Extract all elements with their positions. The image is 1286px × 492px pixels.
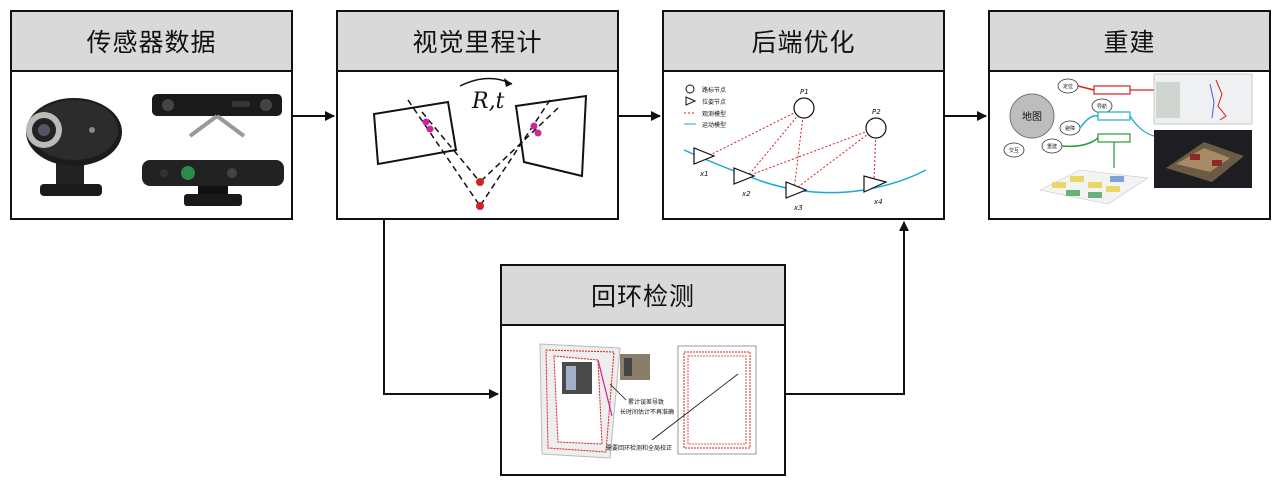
feature-point <box>426 125 434 133</box>
pose-node <box>733 167 756 185</box>
pose-label: x1 <box>699 170 709 178</box>
pose-label: x2 <box>741 190 751 198</box>
loop-closure-title: 回环检测 <box>502 266 784 326</box>
camera-frame-left <box>372 100 458 166</box>
pose-label: x4 <box>873 198 883 206</box>
map-label: 地图 <box>1022 110 1042 123</box>
reconstruction-title: 重建 <box>990 12 1269 72</box>
visual-odometry-title: 视觉里程计 <box>338 12 617 72</box>
webcam-icon <box>26 98 122 196</box>
feature-point <box>530 122 538 130</box>
loop-closure-images: 累计误差导致 长时间估计不再准确 需要回环检测和全局校正 <box>502 326 784 474</box>
visual-odometry-block: 视觉里程计 R,t <box>336 10 619 220</box>
legend-label: 位姿节点 <box>702 98 726 106</box>
corrected-trajectory <box>677 345 757 455</box>
arrow-vo-to-loop <box>383 220 499 399</box>
backend-graph: 路标节点 位姿节点 观测模型 运动模型 P1 P2 <box>664 72 943 218</box>
loop-closure-block: 回环检测 累计误差导致 长时间估计不再准确 <box>500 264 786 476</box>
kinect-icon <box>142 160 284 206</box>
motion-label: R,t <box>471 89 505 114</box>
pose-node <box>693 147 716 165</box>
landmark-label: P2 <box>872 108 881 116</box>
pose-label: x3 <box>793 204 803 212</box>
motion-trajectory <box>683 149 927 194</box>
legend-landmark-icon <box>685 84 695 94</box>
backend-optimization-title: 后端优化 <box>664 12 943 72</box>
feature-point <box>422 118 430 126</box>
sensor-data-title: 传感器数据 <box>12 12 291 72</box>
drifted-trajectory <box>539 343 650 459</box>
legend-label: 路标节点 <box>702 86 726 94</box>
reconstruction-images: 地图 定位 导航 避障 重建 交互 <box>990 72 1269 218</box>
visual-odometry-diagram: R,t <box>338 72 617 218</box>
backend-optimization-block: 后端优化 路标节点 位姿节点 观测模型 运动模型 <box>662 10 945 220</box>
node-label: 避障 <box>1065 125 1075 132</box>
depth-camera-icon <box>152 94 282 138</box>
node-label: 交互 <box>1009 147 1019 154</box>
feature-point <box>534 129 542 137</box>
pose-node <box>863 175 888 193</box>
map-bubble <box>1009 93 1055 139</box>
node-label: 定位 <box>1063 83 1073 90</box>
arrow-loop-to-backend <box>786 221 909 395</box>
pose-node <box>785 181 808 199</box>
landmark-point <box>476 178 484 186</box>
landmark-node <box>865 117 887 139</box>
loop-note: 累计误差导致 <box>628 398 664 406</box>
landmark-node <box>793 97 815 119</box>
node-label: 导航 <box>1097 103 1107 110</box>
sensor-data-block: 传感器数据 <box>10 10 293 220</box>
legend-label: 观测模型 <box>702 110 726 118</box>
sensor-data-images <box>12 72 291 218</box>
landmark-point <box>476 202 484 210</box>
loop-note: 需要回环检测和全局校正 <box>606 444 672 452</box>
landmark-label: P1 <box>800 88 809 96</box>
classroom-pointcloud <box>1039 169 1149 205</box>
node-label: 重建 <box>1047 143 1057 150</box>
legend-pose-icon <box>685 96 697 106</box>
legend-label: 运动模型 <box>702 121 726 129</box>
reconstruction-block: 重建 地图 定位 导航 避障 重建 交互 <box>988 10 1271 220</box>
loop-note: 长时间估计不再准确 <box>620 408 674 416</box>
